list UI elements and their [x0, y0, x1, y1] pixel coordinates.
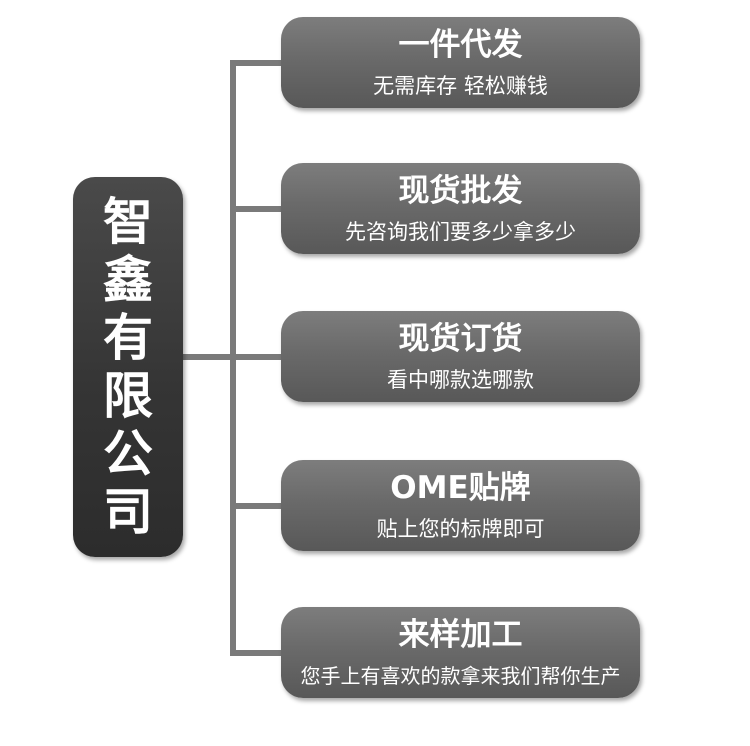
root-connector — [183, 354, 233, 360]
branch-connector-1 — [230, 60, 282, 66]
node-subtitle: 无需库存 轻松赚钱 — [373, 74, 548, 98]
node-dropshipping: 一件代发 无需库存 轻松赚钱 — [281, 17, 640, 108]
branch-connector-4 — [230, 503, 282, 509]
branch-connector-3 — [230, 354, 282, 360]
node-title: 现货批发 — [398, 173, 523, 209]
node-wholesale: 现货批发 先咨询我们要多少拿多少 — [281, 163, 640, 254]
node-subtitle: 先咨询我们要多少拿多少 — [345, 220, 576, 244]
node-stock-order: 现货订货 看中哪款选哪款 — [281, 311, 640, 402]
node-title: 来样加工 — [398, 617, 523, 653]
node-subtitle: 您手上有喜欢的款拿来我们帮你生产 — [300, 664, 621, 688]
company-name: 智鑫有限公司 — [103, 193, 153, 541]
node-subtitle: 贴上您的标牌即可 — [376, 517, 545, 541]
node-title: OME贴牌 — [390, 470, 531, 506]
node-title: 一件代发 — [398, 27, 523, 63]
node-sample-processing: 来样加工 您手上有喜欢的款拿来我们帮你生产 — [281, 607, 640, 698]
node-title: 现货订货 — [398, 321, 523, 357]
branch-connector-2 — [230, 206, 282, 212]
node-subtitle: 看中哪款选哪款 — [387, 368, 534, 392]
company-root-node: 智鑫有限公司 — [73, 177, 183, 557]
node-oem-labeling: OME贴牌 贴上您的标牌即可 — [281, 460, 640, 551]
branch-connector-5 — [230, 650, 282, 656]
